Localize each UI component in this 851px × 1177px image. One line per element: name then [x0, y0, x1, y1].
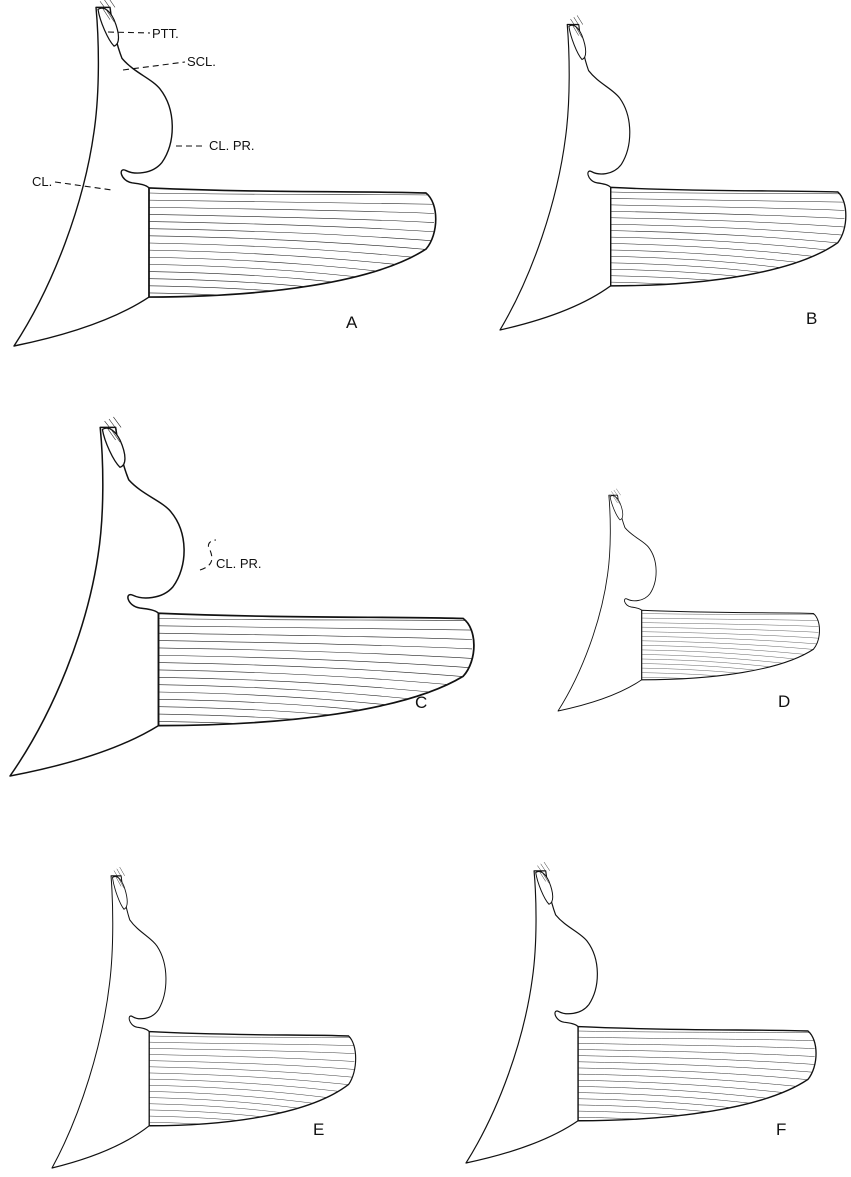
specimen-f-drawing [466, 862, 816, 1163]
annotation-leaders [55, 32, 206, 190]
panel-letter-e: E [313, 1120, 324, 1139]
panel-e: E [52, 867, 356, 1168]
panel-letter-a: A [346, 313, 358, 332]
specimen-b-drawing [500, 15, 846, 330]
specimen-d-drawing [558, 489, 819, 711]
panel-a: PTT. SCL. CL. PR. CL. A [14, 0, 436, 346]
panel-letter-f: F [776, 1120, 786, 1139]
label-ptt: PTT. [152, 26, 179, 41]
panel-letter-b: B [806, 309, 817, 328]
panel-letter-c: C [415, 693, 427, 712]
specimen-a-drawing [14, 0, 436, 346]
panel-c: CL. PR. C [10, 417, 474, 776]
specimen-e-drawing [52, 867, 356, 1168]
label-scl: SCL. [187, 54, 216, 69]
label-cl: CL. [32, 174, 52, 189]
specimen-c-drawing [10, 417, 474, 776]
panel-d: D [558, 489, 819, 711]
panel-f: F [466, 862, 816, 1163]
panel-b: B [500, 15, 846, 330]
label-cl-pr: CL. PR. [209, 138, 255, 153]
label-cl-pr-c: CL. PR. [216, 556, 262, 571]
panel-letter-d: D [778, 692, 790, 711]
